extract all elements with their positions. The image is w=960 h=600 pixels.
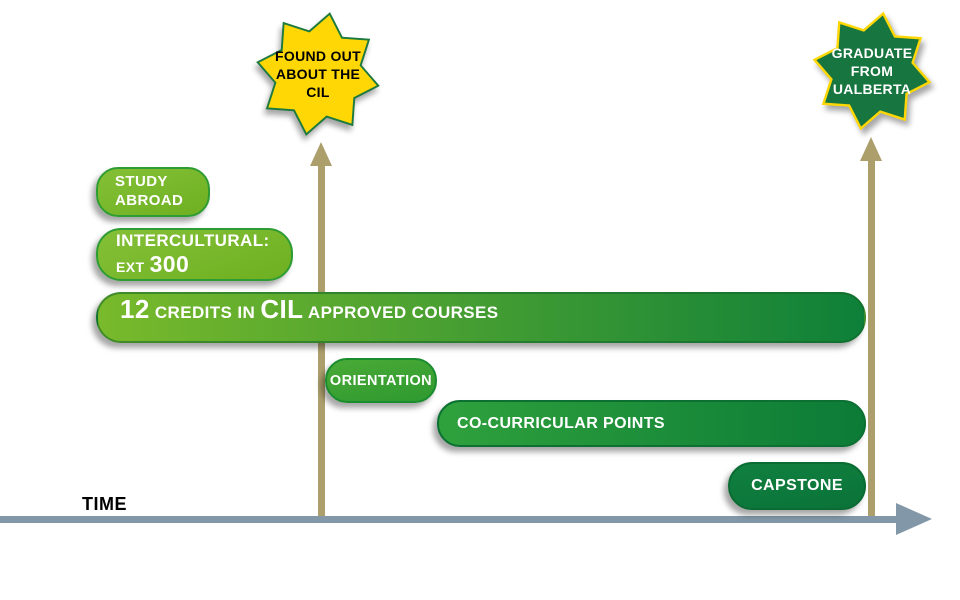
found-out-line3: CIL — [306, 84, 330, 101]
study-abroad-line1: STUDY — [115, 173, 168, 191]
graduate-arrow-line — [868, 158, 875, 516]
found-out-milestone: FOUND OUT ABOUT THE CIL — [254, 8, 382, 140]
pill-12-credits-cil-courses: 12 CREDITS IN CIL APPROVED COURSES — [96, 292, 866, 343]
starburst-icon — [256, 12, 380, 136]
found-out-line1: FOUND OUT — [275, 47, 361, 64]
time-axis-label: TIME — [82, 494, 127, 514]
intercultural-line2: EXT 300 — [116, 251, 291, 279]
graduate-line2: FROM — [850, 62, 894, 79]
starburst-outline — [256, 12, 380, 136]
credits-count: 12 — [120, 294, 150, 324]
starburst-shape — [814, 13, 930, 129]
study-abroad-line2: ABROAD — [115, 192, 184, 209]
pill-orientation: ORIENTATION — [325, 358, 437, 403]
graduate-line1: GRADUATE — [831, 44, 913, 61]
pill-capstone: CAPSTONE — [728, 462, 866, 510]
starburst-shape — [257, 13, 379, 135]
credits-text: 12 CREDITS IN CIL APPROVED COURSES — [120, 294, 499, 325]
time-axis-arrowhead-icon — [896, 503, 932, 535]
graduate-line3: UALBERTA — [832, 81, 912, 98]
found-out-arrowhead-icon — [310, 142, 332, 166]
intercultural-line1: INTERCULTURAL: — [116, 230, 270, 250]
found-out-label: FOUND OUT ABOUT THE CIL — [254, 8, 382, 140]
pill-intercultural-ext300: INTERCULTURAL: EXT 300 — [96, 228, 293, 281]
credits-cil: CIL — [260, 294, 304, 324]
pill-study-abroad: STUDY ABROAD — [96, 167, 210, 217]
found-out-line2: ABOUT THE — [275, 65, 361, 82]
credits-end: APPROVED COURSES — [303, 303, 499, 322]
credits-middle: CREDITS IN — [149, 303, 261, 322]
graduate-milestone: GRADUATE FROM UALBERTA — [811, 8, 933, 134]
graduate-label: GRADUATE FROM UALBERTA — [811, 8, 933, 134]
capstone-label: CAPSTONE — [751, 477, 843, 494]
pill-co-curricular-points: CO-CURRICULAR POINTS — [437, 400, 866, 447]
starburst-outline — [812, 11, 932, 131]
intercultural-number: 300 — [149, 250, 190, 277]
time-axis-line — [0, 516, 900, 523]
co-curricular-label: CO-CURRICULAR POINTS — [457, 414, 665, 432]
orientation-label: ORIENTATION — [329, 372, 433, 389]
graduate-arrowhead-icon — [860, 137, 882, 161]
starburst-icon — [812, 11, 932, 131]
intercultural-ext: EXT — [116, 258, 145, 275]
